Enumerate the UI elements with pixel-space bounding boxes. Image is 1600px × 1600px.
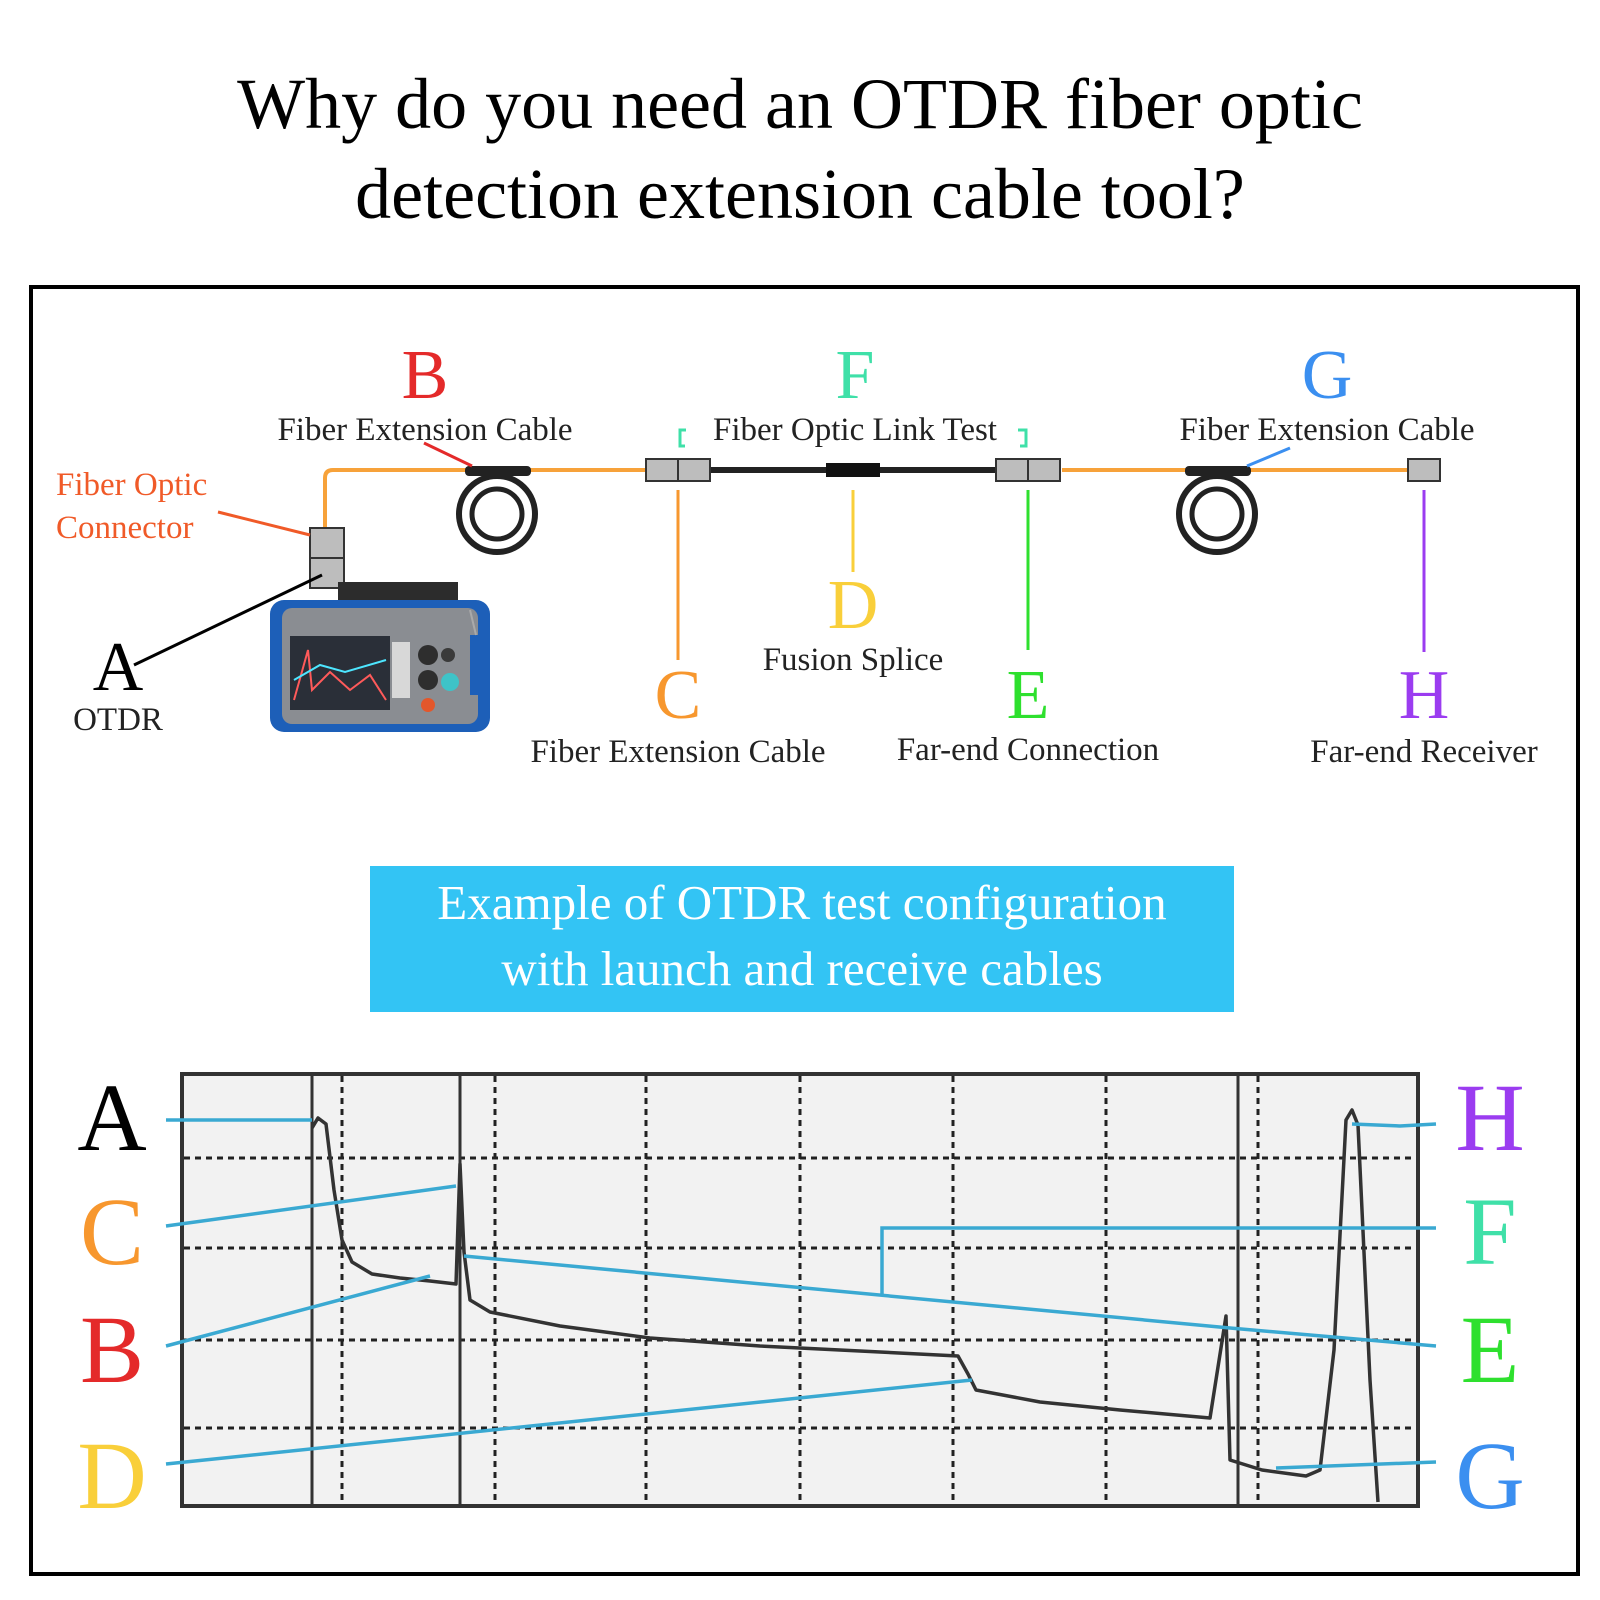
- trace-label-right-e: E: [1461, 1296, 1520, 1403]
- label-text-a: OTDR: [73, 702, 163, 738]
- pointer-lines: [133, 428, 1426, 667]
- trace-label-left-a: A: [77, 1064, 146, 1171]
- label-letter-b: B: [402, 337, 449, 414]
- fusion-splice: [826, 463, 880, 477]
- page-title-line-2: detection extension cable tool?: [355, 154, 1245, 234]
- label-text-c: Fiber Extension Cable: [530, 734, 825, 770]
- label-text-d: Fusion Splice: [763, 642, 944, 678]
- label-connector-line-1: Fiber Optic: [56, 467, 207, 503]
- label-letter-g: G: [1302, 337, 1353, 414]
- label-connector-line-2: Connector: [56, 510, 193, 546]
- label-letter-c: C: [655, 657, 702, 734]
- label-letter-h: H: [1399, 657, 1450, 734]
- trace-label-right-h: H: [1455, 1064, 1524, 1171]
- banner-line-1: Example of OTDR test configuration: [437, 875, 1167, 930]
- config-banner: Example of OTDR test configuration with …: [370, 866, 1234, 1012]
- page-title-line-1: Why do you need an OTDR fiber optic: [237, 64, 1363, 144]
- diagram-frame: [29, 285, 1580, 1576]
- trace-label-right-g: G: [1455, 1422, 1524, 1529]
- connector-e: [995, 458, 1061, 482]
- otdr-trace-chart: [165, 1072, 1437, 1508]
- connector-c: [645, 458, 711, 482]
- receiver-connector-h: [1407, 458, 1441, 482]
- label-text-e: Far-end Connection: [897, 732, 1159, 768]
- trace-label-left-d: D: [77, 1422, 146, 1529]
- fiber-spool-b: [456, 466, 538, 555]
- label-text-f: Fiber Optic Link Test: [713, 412, 997, 448]
- otdr-device: [270, 527, 490, 732]
- label-letter-a: A: [93, 629, 144, 706]
- fiber-path: [323, 467, 1410, 530]
- label-text-b: Fiber Extension Cable: [277, 412, 572, 448]
- label-letter-f: F: [836, 337, 875, 414]
- label-text-g: Fiber Extension Cable: [1179, 412, 1474, 448]
- label-text-h: Far-end Receiver: [1310, 734, 1537, 770]
- fiber-spool-g: [1176, 466, 1258, 555]
- label-letter-e: E: [1007, 657, 1050, 734]
- trace-label-left-b: B: [80, 1296, 144, 1403]
- trace-label-left-c: C: [80, 1178, 144, 1285]
- banner-line-2: with launch and receive cables: [501, 941, 1103, 997]
- trace-callout-lines: [165, 1118, 1437, 1470]
- trace-grid-horizontal: [184, 1156, 1416, 1430]
- otdr-trace-line: [310, 1108, 1380, 1503]
- trace-label-right-f: F: [1463, 1178, 1516, 1285]
- label-letter-d: D: [828, 567, 879, 644]
- trace-grid-vertical: [340, 1076, 1260, 1504]
